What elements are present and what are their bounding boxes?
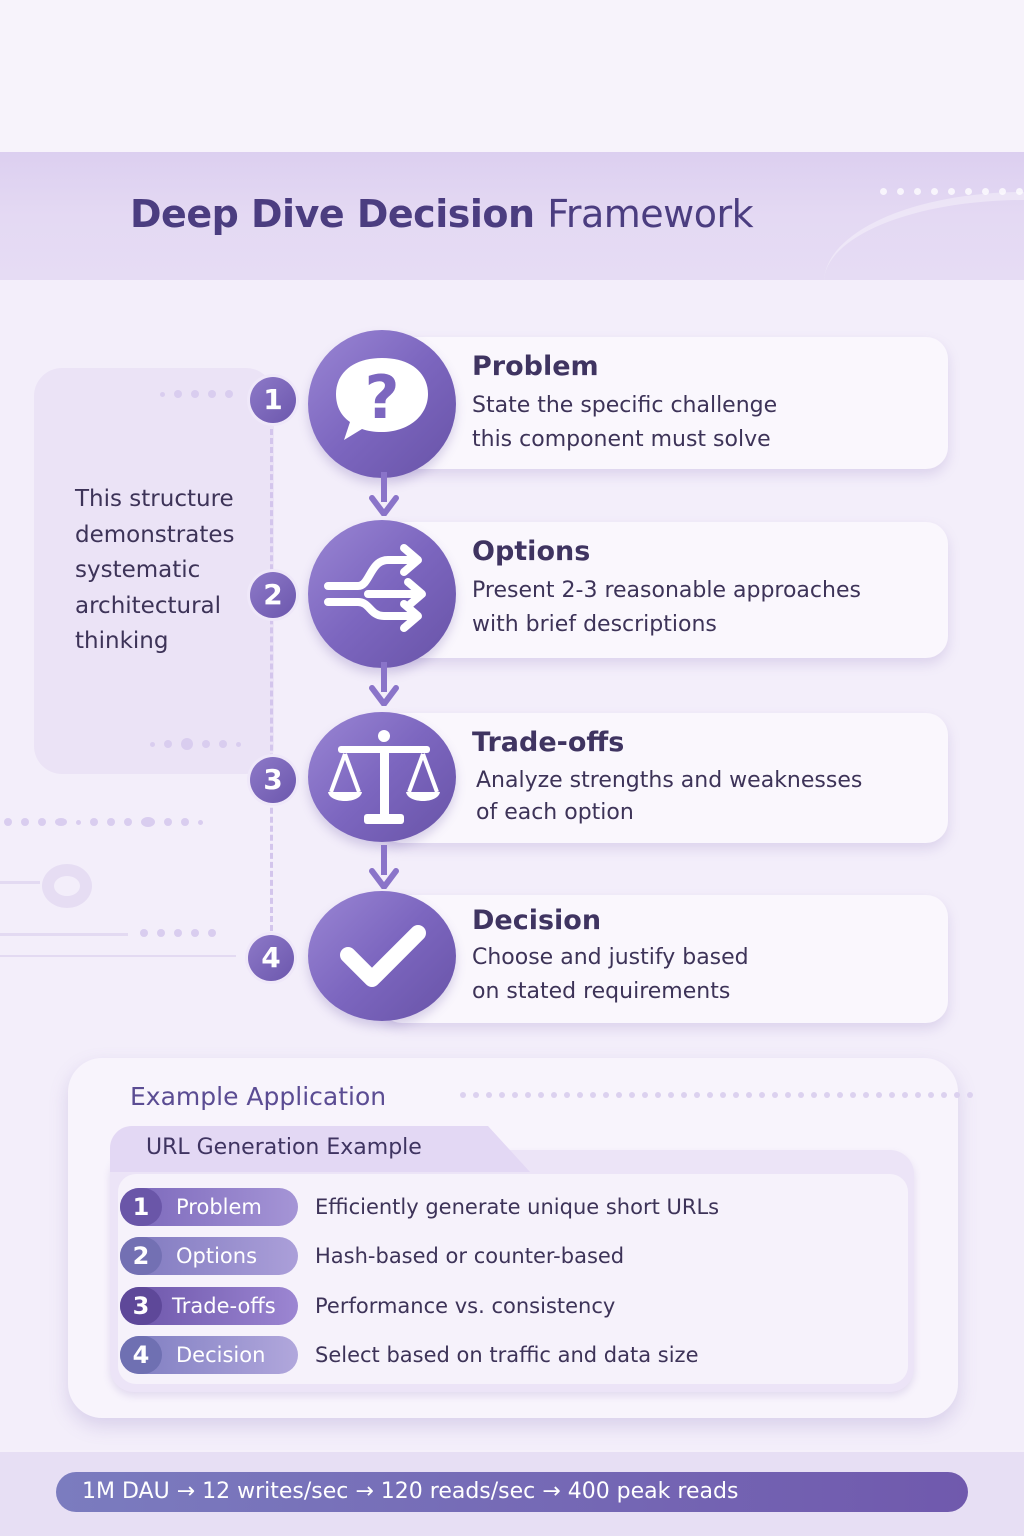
step-icon-circle: ? — [308, 330, 456, 478]
example-row-text: Select based on traffic and data size — [315, 1343, 699, 1367]
example-row: 2 Options Hash-based or counter-based — [120, 1237, 900, 1275]
line-decoration — [0, 955, 236, 957]
pill-number: 3 — [120, 1287, 162, 1325]
step-icon-circle — [308, 712, 456, 842]
arrow-down-icon — [369, 472, 399, 516]
dots-decoration — [4, 817, 203, 827]
step-card-decision: Decision Choose and justify based on sta… — [380, 895, 948, 1023]
step-pill: 4 Decision — [120, 1336, 298, 1374]
metrics-banner: 1M DAU → 12 writes/sec → 120 reads/sec →… — [56, 1472, 968, 1512]
step-title: Decision — [472, 905, 602, 936]
timeline-dashed-line — [270, 420, 273, 940]
example-row-text: Hash-based or counter-based — [315, 1244, 625, 1268]
page-title-bold: Deep Dive Decision — [130, 192, 535, 236]
gear-icon — [42, 864, 92, 908]
arrow-down-icon — [369, 845, 399, 889]
example-row: 4 Decision Select based on traffic and d… — [120, 1336, 900, 1374]
line-decoration — [0, 933, 128, 936]
arrow-down-icon — [369, 662, 399, 706]
step-number-badge: 3 — [250, 757, 296, 803]
example-section-title: Example Application — [130, 1082, 387, 1111]
svg-text:?: ? — [365, 363, 400, 433]
header-wave-decoration — [824, 192, 1024, 282]
step-number-badge: 4 — [248, 935, 294, 981]
step-title: Trade-offs — [472, 727, 625, 758]
page-title: Deep Dive Decision Framework — [130, 192, 754, 236]
dots-decoration — [140, 929, 216, 937]
url-example-tab-label: URL Generation Example — [146, 1135, 422, 1160]
step-description: State the specific challenge this compon… — [472, 393, 778, 452]
balance-scale-icon — [328, 730, 440, 824]
step-number-badge: 2 — [250, 572, 296, 618]
pill-label: Options — [176, 1244, 258, 1268]
step-card-tradeoffs: Trade-offs Analyze strengths and weaknes… — [380, 713, 948, 843]
step-description: Choose and justify based on stated requi… — [472, 945, 749, 1004]
pill-label: Decision — [176, 1343, 266, 1367]
url-example-tab — [110, 1126, 530, 1172]
header-band — [0, 152, 1024, 280]
step-pill: 2 Options — [120, 1237, 298, 1275]
step-title: Options — [472, 536, 591, 567]
pill-number: 1 — [120, 1188, 162, 1226]
dots-decoration — [460, 1092, 973, 1098]
step-icon-circle — [308, 891, 456, 1021]
step-icon-circle — [308, 520, 456, 668]
dots-decoration — [160, 390, 233, 398]
example-row-text: Efficiently generate unique short URLs — [315, 1195, 720, 1219]
step-title: Problem — [472, 351, 599, 382]
step-card-problem: Problem State the specific challenge thi… — [380, 337, 948, 469]
line-decoration — [0, 881, 40, 884]
pill-label: Trade-offs — [172, 1294, 276, 1318]
example-row-text: Performance vs. consistency — [315, 1294, 616, 1318]
example-row: 1 Problem Efficiently generate unique sh… — [120, 1188, 900, 1226]
shuffle-arrows-icon — [324, 544, 426, 632]
question-bubble-icon: ? — [336, 358, 428, 440]
step-description: Analyze strengths and weaknesses of each… — [476, 768, 863, 825]
page-title-light: Framework — [547, 192, 754, 236]
step-pill: 3 Trade-offs — [120, 1287, 298, 1325]
pill-number: 4 — [120, 1336, 162, 1374]
pill-label: Problem — [176, 1195, 262, 1219]
checkmark-icon — [340, 925, 426, 987]
header-dots-decoration — [880, 188, 1024, 195]
step-description: Present 2-3 reasonable approaches with b… — [472, 578, 861, 637]
top-margin — [0, 0, 1024, 152]
side-note-panel — [34, 368, 274, 774]
step-pill: 1 Problem — [120, 1188, 298, 1226]
dots-decoration — [150, 738, 241, 750]
pill-number: 2 — [120, 1237, 162, 1275]
step-number-badge: 1 — [250, 377, 296, 423]
example-row: 3 Trade-offs Performance vs. consistency — [120, 1287, 900, 1325]
side-note-text: This structure demonstrates systematic a… — [75, 486, 235, 654]
step-card-options: Options Present 2-3 reasonable approache… — [380, 522, 948, 658]
